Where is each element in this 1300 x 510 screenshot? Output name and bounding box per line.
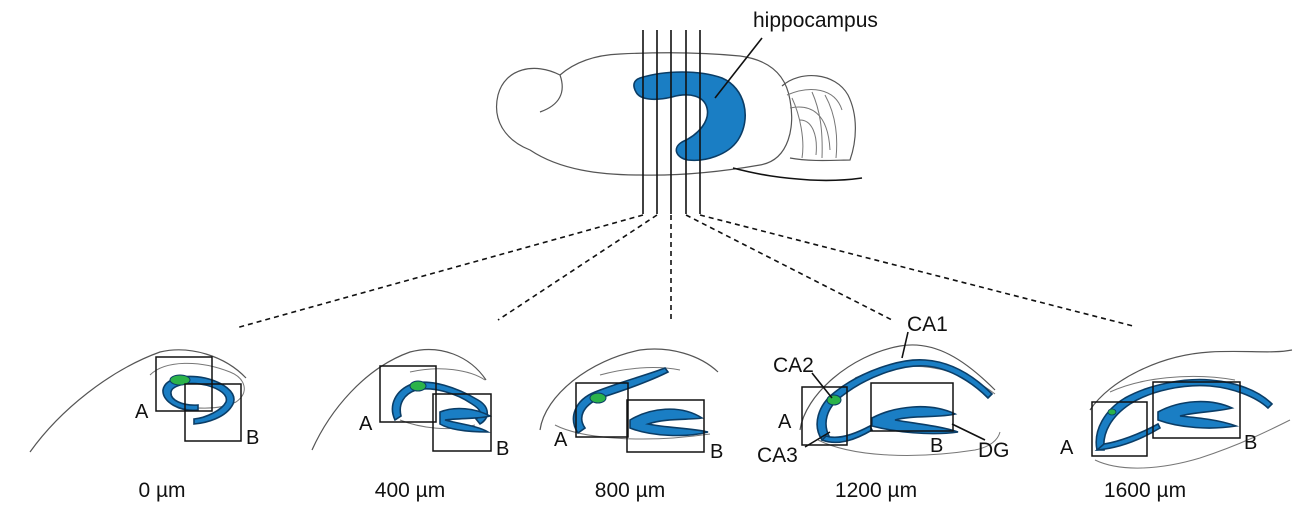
section-inner-outline (817, 431, 1001, 456)
connector-1600 (699, 214, 1134, 327)
hippocampus-section (1095, 378, 1274, 451)
dentate-gyrus (629, 408, 709, 437)
box-b-label: B (930, 435, 943, 457)
ca2-region (826, 394, 842, 406)
hippocampus-shape (633, 71, 746, 162)
ca1-label: CA1 (907, 313, 948, 336)
section-inner-outline (554, 424, 711, 440)
section-inner-outline (599, 367, 681, 376)
section-outline (29, 349, 247, 453)
box-b-label: B (710, 441, 723, 463)
section-0um: A B 0 µm (29, 349, 259, 502)
box-a-label: A (1060, 437, 1074, 459)
hippocampus-label: hippocampus (753, 9, 878, 32)
box-a (575, 382, 629, 438)
depth-label: 1200 µm (835, 479, 917, 502)
box-a-label: A (554, 429, 568, 451)
box-b-label: B (246, 427, 259, 449)
ca2-region (589, 392, 607, 404)
ca3-arm (820, 424, 874, 444)
box-b (432, 393, 492, 452)
section-inner-outline (1094, 419, 1291, 469)
box-b (184, 383, 242, 442)
section-1200um: CA1 CA2 CA3 DG A B 1200 µm (757, 313, 1010, 502)
box-a-label: A (778, 411, 792, 433)
ca2-pointer (811, 372, 833, 399)
ca2-region (409, 380, 427, 392)
dentate-gyrus (1157, 400, 1240, 429)
section-inner-outline (149, 362, 245, 409)
section-800um: A B 800 µm (539, 348, 723, 502)
brainstem-line (732, 167, 863, 182)
section-outline (539, 348, 719, 431)
dentate-gyrus (871, 405, 959, 435)
depth-label: 800 µm (595, 479, 665, 502)
ca3-arm (1094, 422, 1162, 452)
depth-label: 400 µm (375, 479, 445, 502)
dg-pointer (951, 423, 986, 441)
section-inner-outline (409, 368, 486, 381)
hippocampus-pointer (714, 37, 763, 99)
section-outline (799, 344, 996, 431)
box-a-label: A (359, 413, 373, 435)
dg-label: DG (978, 439, 1010, 462)
ca3-label: CA3 (757, 444, 798, 467)
ca2-region (169, 374, 191, 386)
section-lines (642, 30, 701, 214)
connector-400 (497, 214, 658, 321)
brain-schematic: hippocampus (496, 9, 878, 214)
ca1-pointer (901, 331, 909, 359)
box-b (1152, 381, 1241, 439)
ca3-pointer (804, 431, 831, 448)
box-b (626, 399, 705, 453)
depth-label: 1600 µm (1104, 479, 1186, 502)
ca2-label: CA2 (773, 354, 814, 377)
box-a-label: A (135, 401, 149, 423)
cerebellum-folia (786, 89, 843, 159)
hippocampus-section (816, 359, 994, 441)
cerebellum-outline (781, 75, 856, 162)
depth-label: 0 µm (138, 479, 185, 502)
dashed-connectors (235, 214, 1134, 329)
box-a (801, 386, 848, 446)
connector-1200 (685, 214, 893, 321)
brain-outline (496, 52, 793, 176)
section-inner-outline (1109, 375, 1236, 393)
box-a (1091, 401, 1148, 457)
section-outline (311, 348, 487, 451)
section-outline (1089, 349, 1293, 411)
ca2-region (1107, 408, 1117, 416)
olfactory-bulb-line (539, 74, 563, 113)
box-b-label: B (496, 438, 509, 460)
box-b-label: B (1244, 432, 1257, 454)
dentate-gyrus (439, 407, 493, 433)
box-b (870, 382, 954, 432)
section-400um: A B 400 µm (311, 348, 509, 502)
section-1600um: A B 1600 µm (1060, 349, 1293, 502)
connector-0 (235, 214, 644, 329)
